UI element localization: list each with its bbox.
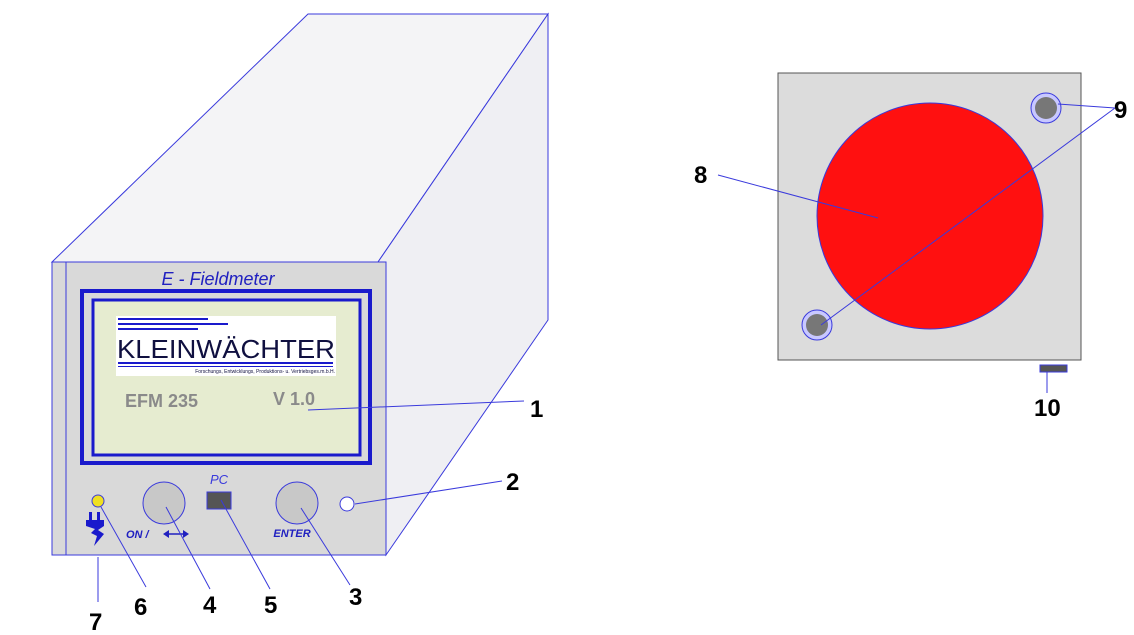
on-button[interactable] [142, 481, 186, 525]
enter-button[interactable] [275, 481, 319, 525]
callout-3: 3 [349, 584, 362, 611]
callout-10: 10 [1034, 395, 1061, 422]
callout-4: 4 [203, 592, 217, 619]
pc-label: PC [210, 472, 229, 487]
enter-button-label: ENTER [273, 528, 310, 540]
device-title: E - Fieldmeter [161, 269, 275, 289]
callout-5: 5 [264, 592, 277, 619]
callout-6: 6 [134, 594, 147, 621]
power-plug-icon [86, 512, 104, 546]
left-right-arrow-icon [163, 530, 189, 538]
callout-8: 8 [694, 162, 707, 189]
sensor-disc [816, 102, 1044, 330]
logo-lines [118, 318, 333, 367]
sensor-port [339, 496, 355, 512]
callout-2: 2 [506, 469, 519, 496]
logo-tagline: Forschungs, Entwicklungs, Produktions- u… [195, 369, 335, 375]
mounting-screw-top [1030, 92, 1062, 124]
callout-1: 1 [530, 396, 543, 423]
callout-9: 9 [1114, 97, 1127, 124]
device-housing [50, 12, 549, 557]
version-label: V 1.0 [273, 389, 315, 409]
pc-port[interactable] [206, 491, 232, 510]
mounting-screw-bottom [801, 309, 833, 341]
logo-text: KLEINWÄCHTER [117, 334, 335, 364]
sensor-connector [1039, 364, 1068, 373]
model-label: EFM 235 [125, 391, 198, 411]
on-button-label: ON / [126, 529, 151, 541]
status-led [91, 494, 105, 508]
callout-7: 7 [89, 609, 102, 635]
leader-lines [97, 103, 1116, 602]
